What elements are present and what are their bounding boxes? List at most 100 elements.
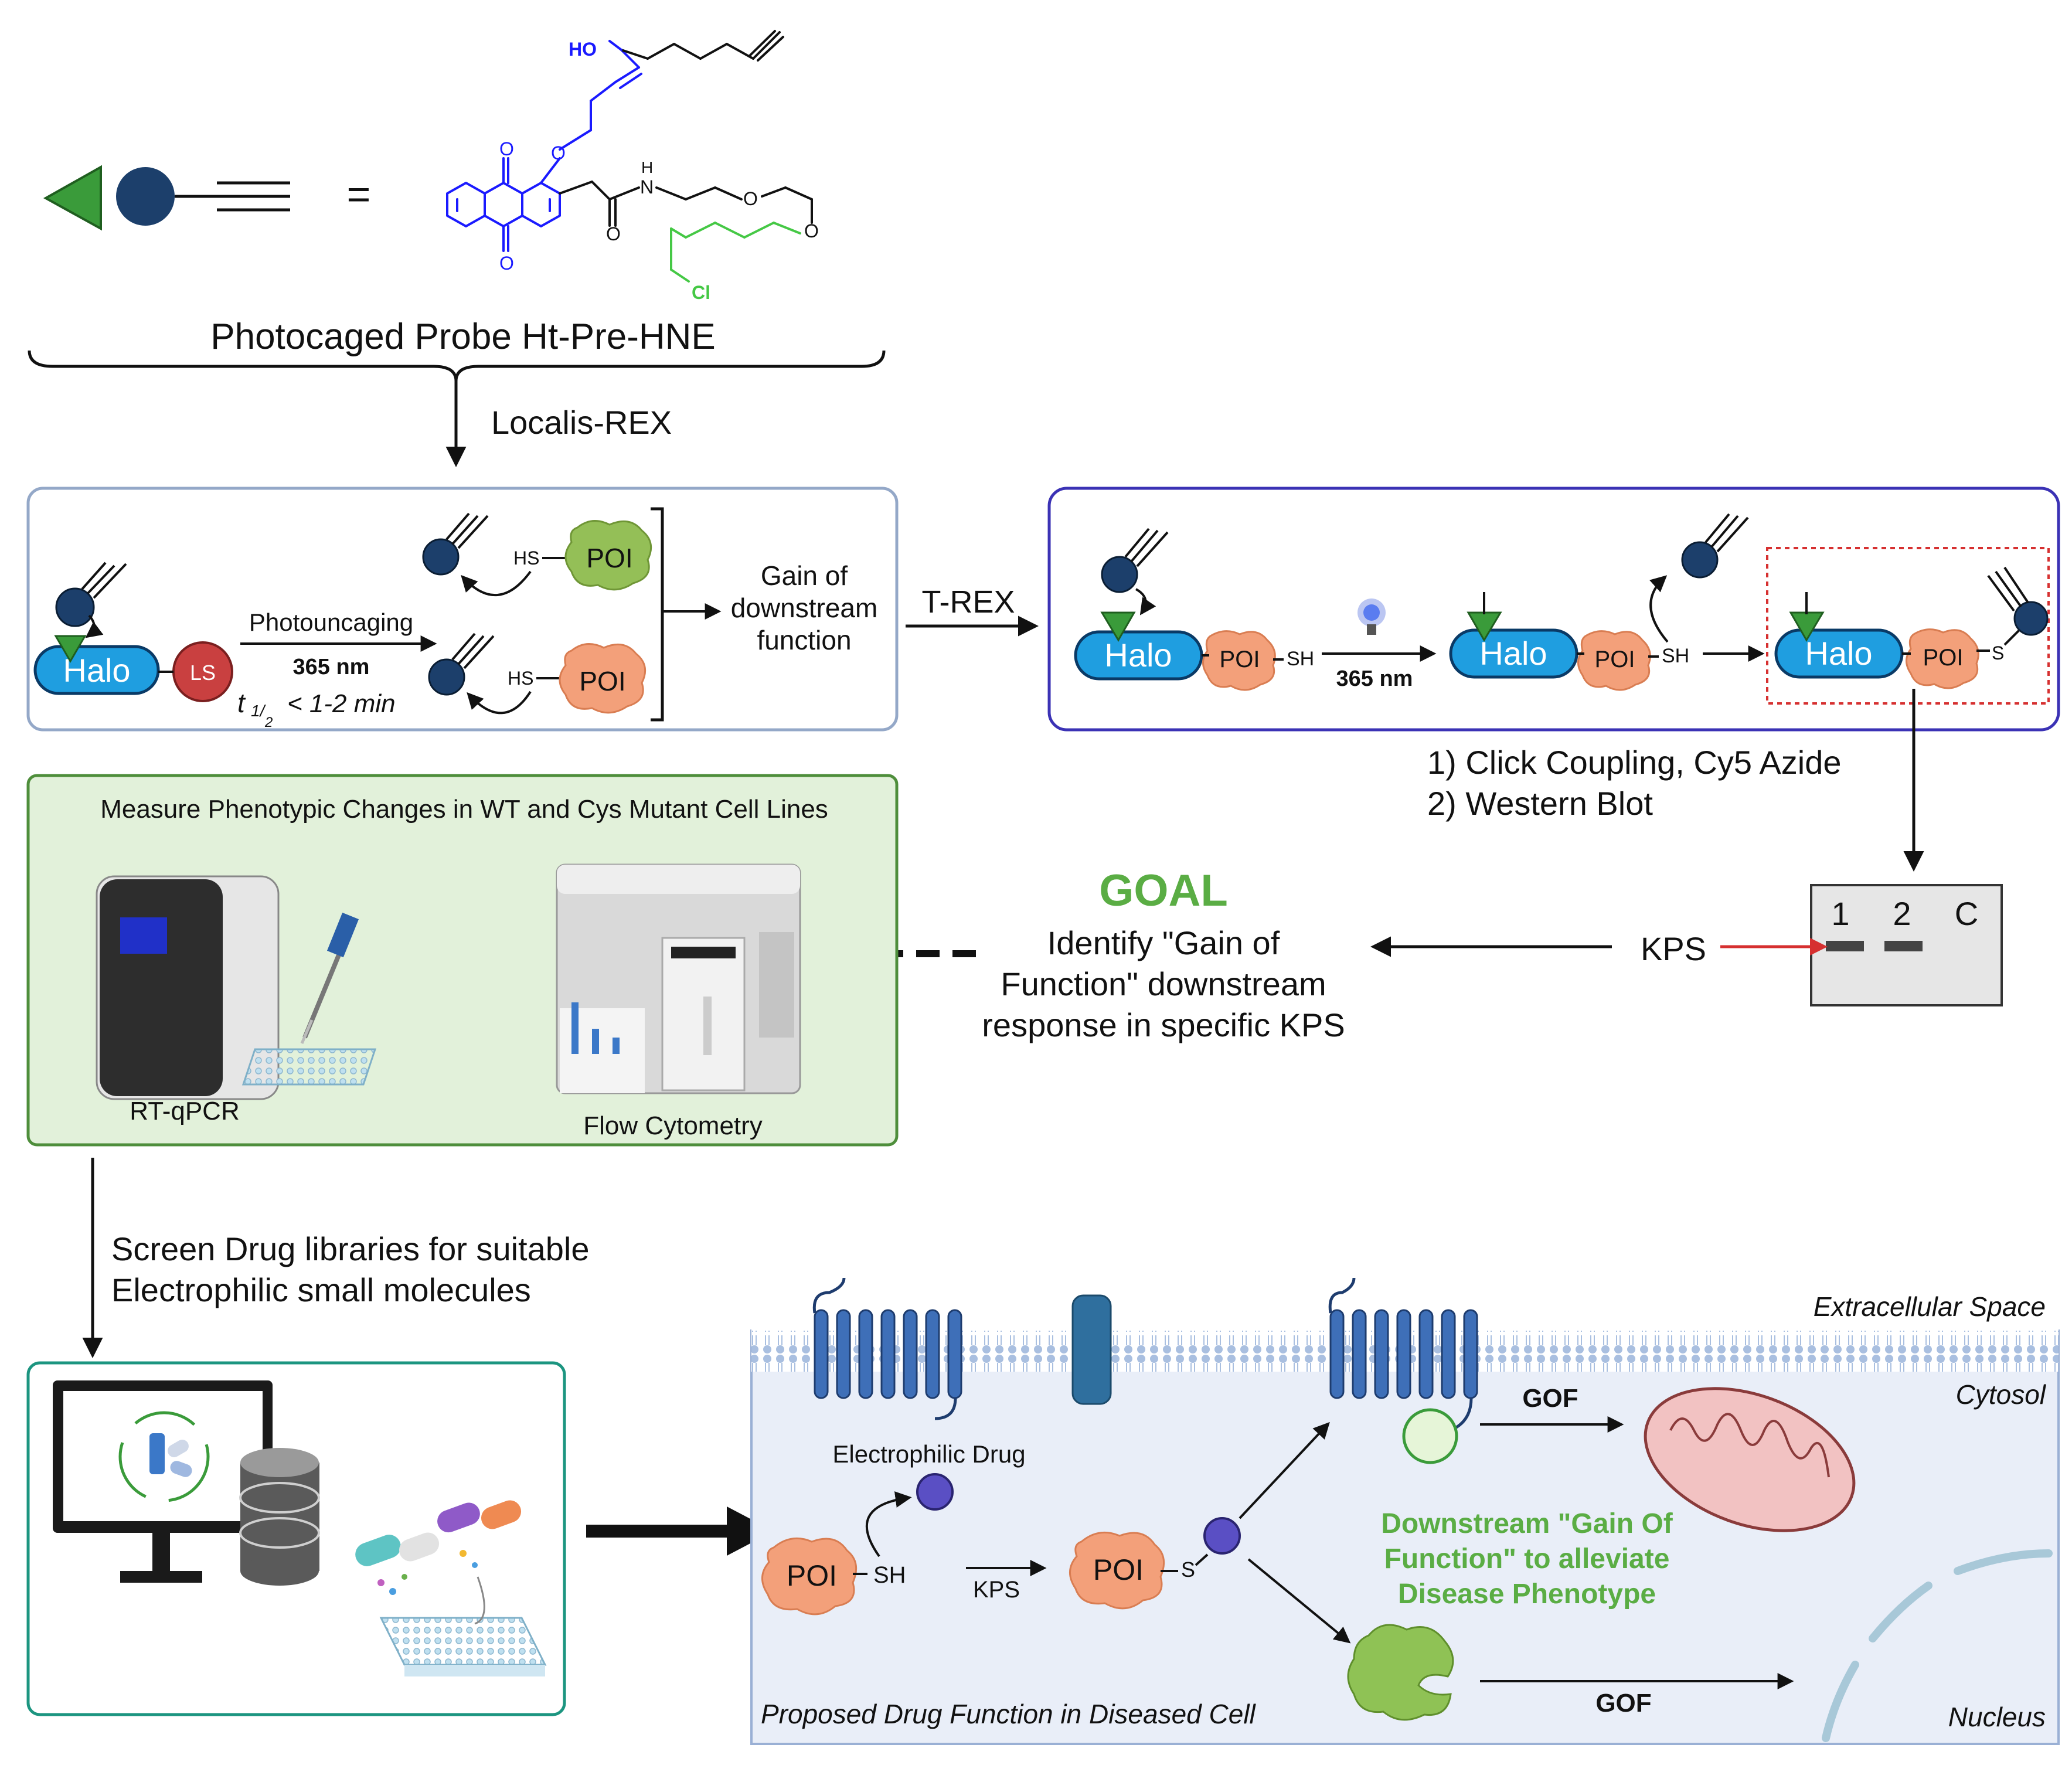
svg-text:t: t: [237, 688, 246, 718]
svg-text:response in specific KPS: response in specific KPS: [982, 1006, 1345, 1043]
labeled-complex-box: [1766, 547, 2050, 705]
trex-label: T-REX: [921, 584, 1015, 620]
svg-text:S: S: [1181, 1557, 1195, 1582]
alkyne-icon: [175, 181, 290, 212]
svg-text:2: 2: [264, 715, 273, 730]
svg-text:function: function: [757, 625, 851, 655]
gel-band-2: [1884, 941, 1923, 951]
svg-text:Function" downstream: Function" downstream: [1001, 965, 1326, 1002]
svg-text:POI: POI: [1923, 645, 1964, 671]
well-plate-icon: [241, 1048, 377, 1086]
nuclear-envelope: [1822, 1549, 2053, 1742]
gof-bottom-label: GOF: [1595, 1689, 1651, 1718]
downstream-gof-text: Downstream "Gain Of Function" to allevia…: [1381, 1508, 1673, 1610]
navy-circle-icon: [116, 167, 175, 226]
svg-text:GOAL: GOAL: [1099, 866, 1228, 916]
flow-label: Flow Cytometry: [583, 1111, 763, 1140]
hydroxyl-label: HO: [569, 39, 597, 60]
peg-oxygen-2-label: O: [804, 220, 819, 242]
poi-orange-bottom: [559, 643, 647, 714]
gof-top-label: GOF: [1522, 1384, 1578, 1413]
screen-label-2: Electrophilic small molecules: [111, 1271, 531, 1308]
cell-panel: Extracellular Space Cytosol Nucleus Prop…: [750, 1277, 2060, 1745]
photouncaging-label: Photouncaging: [249, 608, 413, 636]
probe-triangle-icon: [54, 635, 87, 663]
database-icon: [239, 1448, 320, 1586]
svg-text:2: 2: [1893, 895, 1911, 932]
svg-text:SH: SH: [873, 1562, 906, 1588]
click-step-1: 1) Click Coupling, Cy5 Azide: [1427, 744, 1842, 781]
phenotype-title: Measure Phenotypic Changes in WT and Cys…: [100, 795, 828, 824]
amide-oxygen-label: O: [606, 223, 621, 244]
click-step-2: 2) Western Blot: [1427, 785, 1653, 822]
mitochondrion-icon: [1644, 1387, 1856, 1532]
svg-text:Downstream "Gain Of: Downstream "Gain Of: [1381, 1508, 1673, 1539]
flow-cytometer-icon: [556, 863, 801, 1094]
svg-text:HS: HS: [508, 668, 533, 689]
svg-text:S: S: [1992, 642, 2004, 664]
poi-orange-cell-1: [761, 1537, 858, 1616]
drug-library-panel: [26, 1361, 566, 1716]
svg-text:POI: POI: [1595, 647, 1635, 672]
ls-label: LS: [190, 661, 216, 685]
svg-text:< 1-2 min: < 1-2 min: [287, 689, 396, 718]
probe-legend: =: [43, 165, 371, 231]
cytosol-label: Cytosol: [1956, 1379, 2047, 1410]
svg-text:1/: 1/: [251, 702, 267, 720]
svg-text:POI: POI: [1093, 1553, 1144, 1586]
localis-label: Localis-REX: [491, 404, 672, 441]
ether-oxygen-label: O: [551, 142, 566, 164]
svg-text:Identify "Gain of: Identify "Gain of: [1047, 924, 1280, 961]
svg-text:Disease Phenotype: Disease Phenotype: [1398, 1579, 1656, 1610]
chlorine-label: Cl: [692, 282, 710, 303]
svg-text:SH: SH: [1662, 645, 1689, 667]
pipette-icon: [300, 912, 359, 1044]
drug-circle: [916, 1473, 954, 1511]
screen-label-1: Screen Drug libraries for suitable: [111, 1230, 589, 1267]
trex-panel: Halo POI SH 365 nm Halo POI SH: [1047, 487, 2060, 732]
half-life-label: t 1/ 2 < 1-2 min: [237, 688, 396, 730]
svg-text:POI: POI: [787, 1559, 837, 1592]
gel-band-1: [1826, 941, 1864, 951]
svg-text:365 nm: 365 nm: [1336, 666, 1413, 691]
svg-text:Gain of: Gain of: [761, 560, 848, 591]
carbonyl-oxygen-top-label: O: [499, 138, 514, 159]
western-gel: 1 2 C: [1810, 884, 2003, 1006]
wavelength-label: 365 nm: [293, 655, 370, 679]
probe-title: Photocaged Probe Ht-Pre-HNE: [210, 317, 716, 357]
carbonyl-oxygen-bottom-label: O: [499, 253, 514, 274]
halo-label: Halo: [63, 652, 130, 689]
qpcr-machine-icon: [96, 875, 280, 1100]
amide-h-label: H: [641, 158, 653, 176]
ion-channel: [1071, 1294, 1112, 1405]
goal-block: GOAL Identify "Gain of Function" downstr…: [982, 866, 1345, 1043]
poi-orange-cell-2: [1069, 1531, 1165, 1610]
well-plate-icon: [379, 1617, 547, 1676]
electrophilic-drug-label: Electrophilic Drug: [832, 1440, 1025, 1468]
svg-text:downstream: downstream: [731, 593, 878, 623]
lightbulb-icon: [1357, 598, 1386, 635]
extracellular-label: Extracellular Space: [1814, 1291, 2046, 1322]
nucleus-label: Nucleus: [1948, 1702, 2046, 1732]
svg-text:Halo: Halo: [1805, 635, 1872, 672]
halo-tag: [33, 645, 160, 695]
probe-structure: HO O O O N H O O O Cl: [446, 30, 819, 303]
probe-circle-icon: [55, 587, 95, 627]
cell-caption: Proposed Drug Function in Diseased Cell: [761, 1699, 1257, 1729]
poi-label-top: POI: [586, 543, 632, 573]
svg-text:Function" to alleviate: Function" to alleviate: [1384, 1543, 1670, 1574]
green-triangle-icon: [43, 165, 102, 231]
svg-text:C: C: [1955, 895, 1978, 932]
svg-text:KPS: KPS: [973, 1577, 1020, 1603]
svg-text:Halo: Halo: [1479, 635, 1547, 672]
equals-sign: =: [347, 171, 371, 217]
computer-monitor-icon: [53, 1380, 273, 1583]
amide-n-label: N: [640, 176, 654, 198]
svg-text:Halo: Halo: [1104, 637, 1172, 674]
gpcr-receptor-left: [814, 1309, 962, 1399]
svg-text:HS: HS: [513, 547, 539, 569]
svg-text:POI: POI: [1220, 647, 1260, 672]
bound-drug-circle: [1203, 1517, 1241, 1555]
poi-label-bottom: POI: [579, 666, 625, 696]
